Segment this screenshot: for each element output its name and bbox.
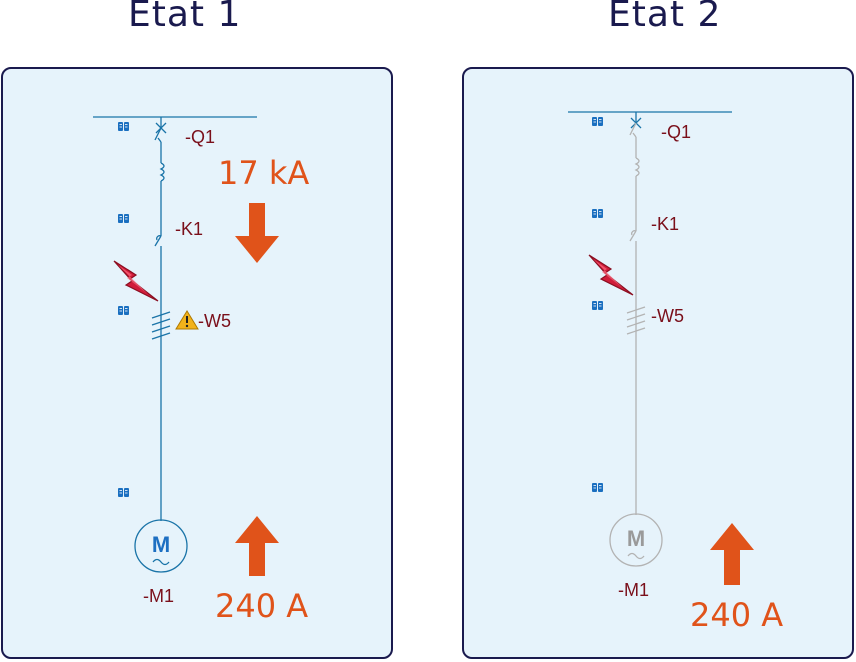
warning-icon (175, 310, 199, 330)
load-current-value: 240 A (215, 587, 308, 625)
state-1-title: Etat 1 (128, 0, 242, 35)
state-2-diagram (568, 111, 732, 567)
book-icon (117, 121, 130, 132)
book-icon (117, 487, 130, 498)
motor-label: -M1 (143, 586, 174, 606)
state-2-panel (462, 67, 854, 659)
book-icon (117, 213, 130, 224)
arrow-up-icon (710, 523, 754, 585)
contactor-label: -K1 (175, 219, 203, 239)
motor-symbol: M (627, 526, 645, 551)
state-1-panel (1, 67, 393, 659)
book-icon (117, 305, 130, 316)
state-1-diagram (93, 116, 257, 573)
book-icon (591, 116, 604, 127)
book-icon (591, 208, 604, 219)
fault-current-value: 17 kA (218, 154, 309, 192)
breaker-label: -Q1 (661, 122, 691, 142)
state-2-title: Etat 2 (608, 0, 722, 35)
arrow-down-icon (235, 203, 279, 263)
cable-label: -W5 (198, 311, 231, 331)
breaker-label: -Q1 (185, 127, 215, 147)
motor-symbol: M (152, 532, 170, 557)
motor-label: -M1 (618, 580, 649, 600)
contactor-label: -K1 (651, 214, 679, 234)
book-icon (591, 300, 604, 311)
cable-label: -W5 (651, 306, 684, 326)
lightning-icon (588, 254, 634, 296)
arrow-up-icon (235, 516, 279, 576)
load-current-value: 240 A (690, 596, 783, 634)
lightning-icon (113, 260, 159, 302)
book-icon (591, 482, 604, 493)
